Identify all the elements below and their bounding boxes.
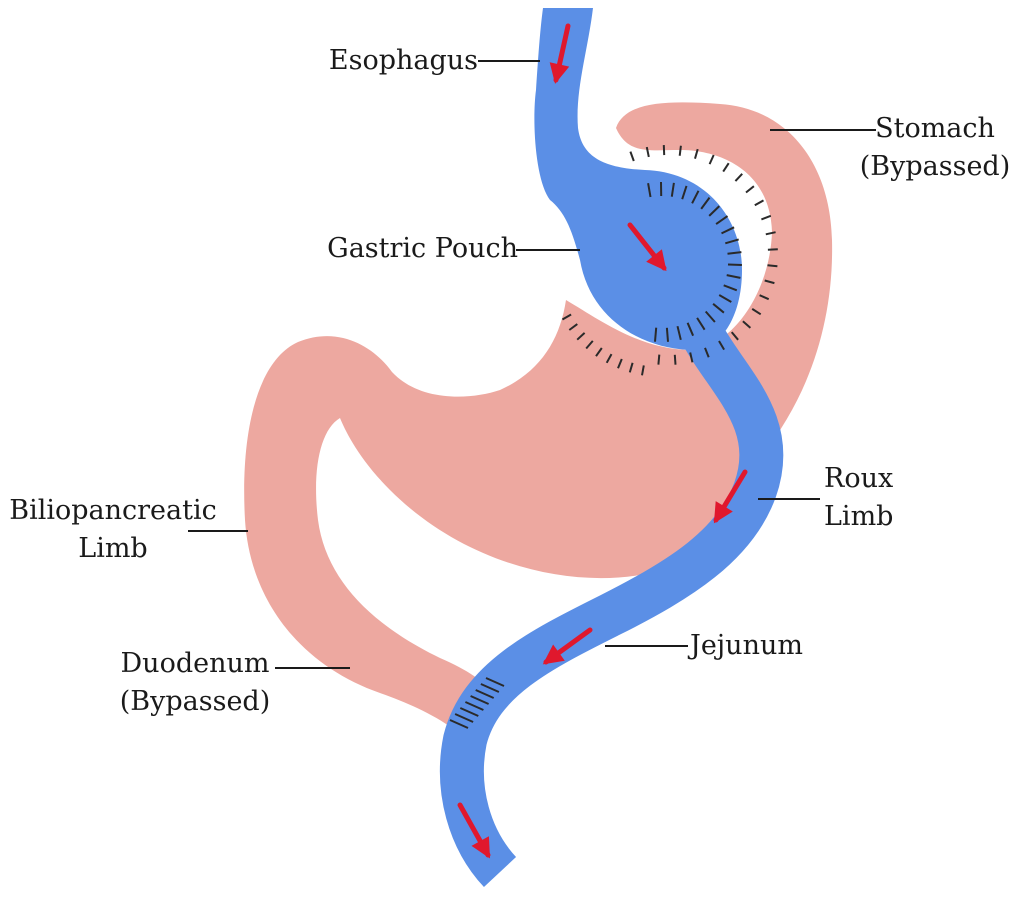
arrow-common-channel-head [471, 836, 490, 859]
pouch-staple-mark [654, 327, 658, 342]
roux-limb [439, 319, 784, 888]
pouch-staple-mark [681, 185, 688, 200]
seam-staple-mark [576, 332, 586, 341]
pouch-staple-mark [676, 325, 682, 341]
stomach-label-line1: Stomach [875, 113, 995, 144]
arrow-roux-limb-head [713, 501, 733, 524]
stomach-staple-mark [694, 148, 699, 159]
pouch-staple-mark [691, 190, 700, 204]
label-roux-limb: Roux Limb [824, 460, 944, 536]
stomach-staple-mark [673, 354, 677, 365]
stomach-staple-mark [745, 185, 755, 194]
seam-staple-mark [585, 340, 594, 350]
duodenum-label-line1: Duodenum [120, 648, 270, 679]
seam-staple-mark [561, 313, 572, 321]
stomach-staple-mark [657, 354, 661, 365]
pouch-staple-mark [712, 303, 725, 314]
stomach-staple-mark [754, 199, 764, 207]
stomach-staple-mark [708, 154, 715, 165]
pouch-staple-mark [715, 215, 729, 225]
bilio-label-line2: Limb [78, 533, 148, 564]
seam-staple-mark [641, 365, 645, 376]
stomach-staple-mark [704, 347, 710, 358]
stomach-staple-mark [751, 308, 762, 316]
stomach-label-line2: (Bypassed) [859, 151, 1011, 182]
pouch-staple-mark [670, 182, 675, 197]
leader-lines [188, 60, 876, 669]
bypassed-stomach [244, 102, 833, 730]
pouch-staple-mark [686, 322, 695, 337]
anastomosis-staple-mark [449, 719, 469, 729]
arrow-esophagus-head [549, 62, 570, 84]
pouch-staple-mark [725, 238, 739, 245]
anastomosis-staple-mark [475, 689, 495, 699]
duodenum-label-line2: (Bypassed) [119, 686, 271, 717]
roux-label-line2: Limb [824, 501, 894, 532]
arrow-gastric-pouch-head [646, 249, 667, 272]
seam-staple-mark [605, 353, 613, 364]
pouch-staple-mark [727, 263, 742, 266]
stomach-staple-mark [765, 231, 776, 236]
stomach-staple-mark [718, 340, 725, 351]
stomach-staple-mark [759, 294, 770, 301]
pouch-staple-mark [704, 310, 716, 323]
stomach-staple-mark [767, 248, 778, 251]
anastomosis-staple-mark [464, 701, 484, 711]
seam-staple-mark [568, 323, 578, 331]
label-duodenum: Duodenum (Bypassed) [110, 645, 280, 721]
label-jejunum: Jejunum [690, 627, 830, 665]
seam-staple-mark [628, 362, 634, 373]
stomach-staple-mark [742, 320, 752, 329]
esophagus [534, 8, 742, 351]
pouch-staple-mark [708, 205, 720, 217]
label-stomach: Stomach (Bypassed) [850, 110, 1020, 186]
pouch-staple-mark [723, 284, 738, 292]
pouch-staple-mark [700, 197, 711, 210]
stomach-staple-mark [761, 214, 772, 221]
stomach-staple-mark [767, 264, 778, 268]
stomach-staple-mark [722, 162, 730, 173]
bilio-label-line1: Biliopancreatic [9, 495, 217, 526]
flow-arrows [457, 23, 748, 859]
seam-staple-mark [617, 358, 623, 369]
stomach-staple-mark [730, 331, 739, 341]
stomach-staple-mark [734, 173, 743, 182]
anastomosis-staple-mark [454, 713, 474, 723]
anastomosis-staple-mark [459, 707, 479, 717]
pouch-staple-mark [718, 294, 732, 303]
stomach-staple-mark [689, 352, 694, 363]
stomach-staple-mark [645, 146, 650, 158]
stomach-staple-mark [678, 145, 682, 156]
roux-label-line1: Roux [824, 463, 894, 494]
stomach-staple-mark [629, 151, 635, 162]
label-gastric-pouch: Gastric Pouch [296, 230, 518, 268]
anastomosis-staple-mark [480, 683, 500, 693]
pouch-staple-mark [647, 183, 652, 198]
anastomosis-staple-mark [470, 695, 490, 705]
seam-staple-mark [595, 347, 603, 357]
pouch-staple-mark [726, 274, 741, 279]
esophagus-label-text: Esophagus [328, 45, 478, 76]
pouch-staple-mark [721, 226, 735, 235]
arrow-jejunum-head [542, 644, 565, 665]
label-biliopancreatic: Biliopancreatic Limb [2, 492, 224, 568]
pouch-staple-mark [727, 251, 742, 255]
pouch-staple-mark [665, 327, 669, 342]
anastomosis-staple-mark [485, 677, 505, 687]
gastric-pouch-label-text: Gastric Pouch [327, 233, 518, 264]
stomach-staple-mark [764, 279, 775, 285]
jejunum-label-text: Jejunum [690, 630, 803, 661]
pouch-staple-mark [696, 317, 706, 331]
staple-lines [449, 145, 778, 729]
label-esophagus: Esophagus [318, 42, 478, 80]
